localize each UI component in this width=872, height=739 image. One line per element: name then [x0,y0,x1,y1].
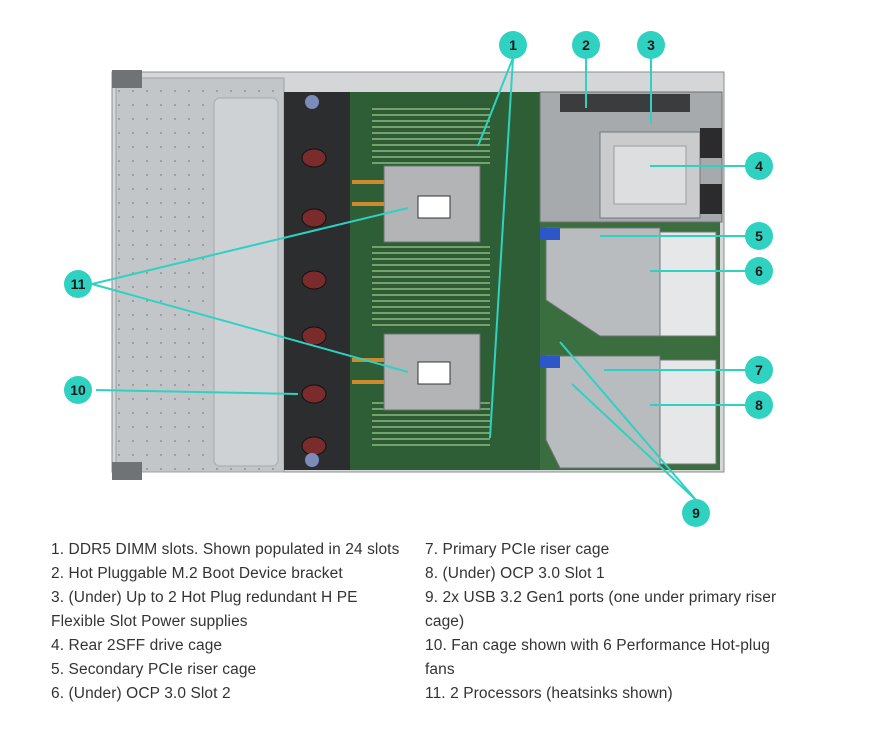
legend-item-10: 10. Fan cage shown with 6 Performance Ho… [425,637,770,678]
callout-7-number: 7 [755,362,763,378]
leader-lines [91,57,746,501]
callout-11-number: 11 [71,276,86,292]
callout-6-number: 6 [755,263,763,279]
callout-4-number: 4 [755,158,763,174]
legend-item-5: 5. Secondary PCIe riser cage [51,661,257,678]
processor-heatsink-1 [352,165,481,243]
legend-item-8: 8. (Under) OCP 3.0 Slot 1 [425,565,605,582]
legend-item-3: 3. (Under) Up to 2 Hot Plug redundant H … [51,589,358,630]
callout-5: 5 [745,222,773,250]
callout-7: 7 [745,356,773,384]
legend-item-11: 11. 2 Processors (heatsinks shown) [425,685,673,702]
callout-6: 6 [745,257,773,285]
callout-2: 2 [572,31,600,59]
secondary-riser-cage [540,227,717,337]
callout-1: 1 [499,31,527,59]
server-diagram: 1 2 3 4 5 6 7 8 9 10 11 [64,31,773,527]
callout-11: 11 [64,270,92,298]
callout-3: 3 [637,31,665,59]
legend-item-4: 4. Rear 2SFF drive cage [51,637,223,654]
legend-item-7: 7. Primary PCIe riser cage [425,541,610,558]
primary-riser-cage [540,355,717,469]
callout-1-number: 1 [509,37,517,53]
legend-item-1: 1. DDR5 DIMM slots. Shown populated in 2… [51,541,400,558]
fan-cage [284,92,350,470]
legend-item-6: 6. (Under) OCP 3.0 Slot 2 [51,685,231,702]
callout-10-number: 10 [70,382,86,398]
callout-8: 8 [745,391,773,419]
callout-3-number: 3 [647,37,655,53]
callout-4: 4 [745,152,773,180]
callout-10: 10 [64,376,92,404]
callout-5-number: 5 [755,228,763,244]
legend-item-9: 9. 2x USB 3.2 Gen1 ports (one under prim… [425,589,777,630]
legend-right-column: 7. Primary PCIe riser cage 8. (Under) OC… [425,538,805,706]
legend-item-2: 2. Hot Pluggable M.2 Boot Device bracket [51,565,343,582]
callout-8-number: 8 [755,397,763,413]
callout-2-number: 2 [582,37,590,53]
legend-left-column: 1. DDR5 DIMM slots. Shown populated in 2… [51,538,421,706]
drive-cage-2sff [599,128,722,219]
processor-heatsink-2 [352,333,481,411]
callout-9: 9 [682,499,710,527]
callout-9-number: 9 [692,505,700,521]
